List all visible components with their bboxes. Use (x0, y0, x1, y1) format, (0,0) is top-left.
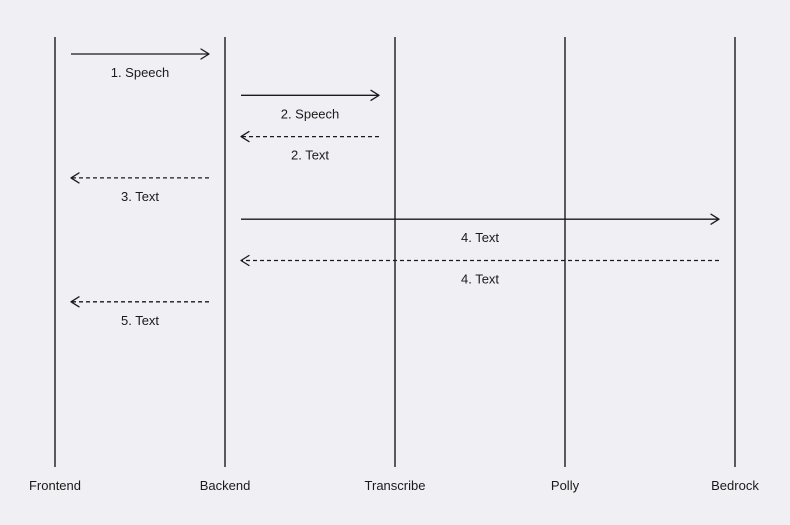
message-5: 4. Text (241, 213, 720, 245)
message-label: 4. Text (461, 230, 499, 245)
message-3: 2. Text (240, 130, 379, 163)
participant-label-transcribe: Transcribe (365, 478, 426, 493)
participant-labels: Frontend Backend Transcribe Polly Bedrock (29, 478, 759, 493)
message-7: 5. Text (70, 296, 209, 328)
message-1: 1. Speech (71, 48, 210, 80)
participant-label-frontend: Frontend (29, 478, 81, 493)
message-2: 2. Speech (241, 89, 380, 121)
messages: 1. Speech 2. Speech 2. Text 3. Text 4. Text 4… (70, 48, 720, 328)
message-label: 4. Text (461, 272, 499, 287)
message-label: 3. Text (121, 189, 159, 204)
message-label: 2. Text (291, 148, 329, 163)
participant-label-polly: Polly (551, 478, 580, 493)
lifelines (54, 37, 736, 467)
message-6: 4. Text (240, 254, 719, 287)
participant-label-bedrock: Bedrock (711, 478, 759, 493)
message-label: 1. Speech (111, 65, 170, 80)
participant-label-backend: Backend (200, 478, 251, 493)
message-4: 3. Text (70, 172, 209, 204)
message-label: 2. Speech (281, 106, 340, 121)
message-label: 5. Text (121, 313, 159, 328)
